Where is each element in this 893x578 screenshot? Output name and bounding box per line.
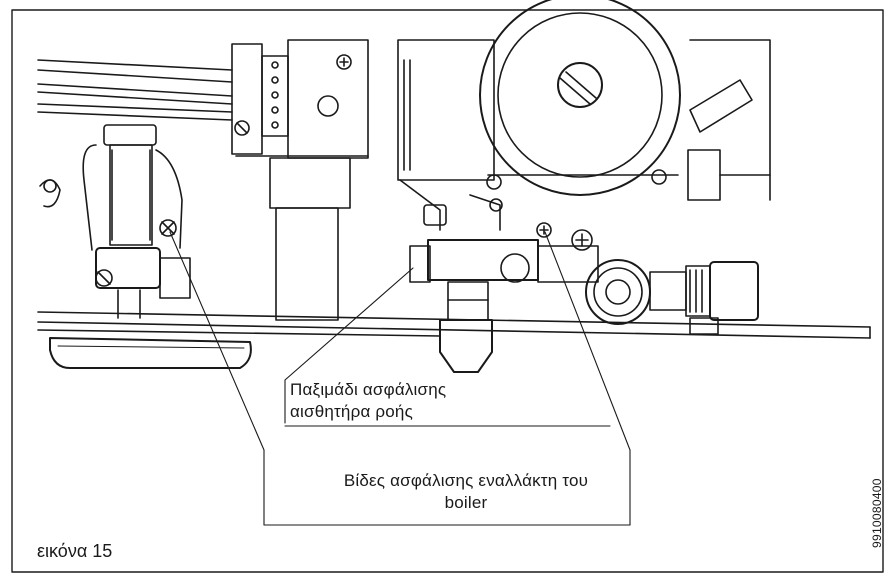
- knurled-knob: [585, 259, 759, 335]
- base-plate: [37, 311, 871, 339]
- leader-screw-right: [544, 231, 631, 526]
- callout-flow-sensor-nut: Παξιμάδι ασφάλισης αισθητήρα ροής: [290, 379, 446, 423]
- leader-screw-left: [169, 231, 265, 526]
- figure-caption: εικόνα 15: [37, 541, 113, 561]
- pump-housing: [397, 0, 771, 201]
- upper-left-pipes: [37, 59, 233, 121]
- document-number: 9910080400: [870, 478, 884, 548]
- callout-nut-line1: Παξιμάδι ασφάλισης: [290, 380, 447, 399]
- leader-nut: [284, 267, 414, 424]
- callout-screws-line1: Βίδες ασφάλισης εναλλάκτη του: [343, 471, 589, 490]
- flow-sensor-assembly: [399, 179, 599, 373]
- leader-lines: [169, 231, 631, 526]
- callout-boiler-exchanger-screws: Βίδες ασφάλισης εναλλάκτη του boiler: [276, 470, 656, 514]
- technical-drawing: [37, 0, 871, 526]
- bottom-left-bracket: [49, 337, 252, 369]
- outer-border: [11, 9, 884, 573]
- left-valve: [39, 124, 191, 319]
- callout-nut-line2: αισθητήρα ροής: [290, 402, 413, 421]
- gas-valve-body: [231, 39, 369, 321]
- callout-screws-line2: boiler: [444, 493, 488, 512]
